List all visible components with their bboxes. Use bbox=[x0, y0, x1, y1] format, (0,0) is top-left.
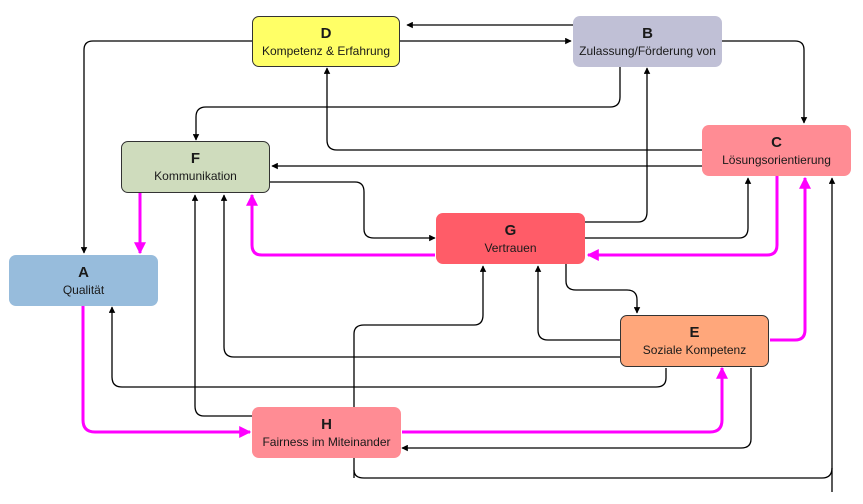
edge-B-F bbox=[192, 67, 621, 141]
edge-E-F bbox=[220, 194, 620, 358]
edge-E-A bbox=[108, 306, 667, 388]
edge-E-G bbox=[534, 265, 620, 341]
edge-H-E bbox=[402, 366, 728, 434]
edge-E-H bbox=[401, 368, 752, 452]
node-D[interactable]: D Kompetenz & Erfahrung bbox=[252, 16, 400, 67]
edge-H-C bbox=[353, 467, 833, 479]
node-D-label: Kompetenz & Erfahrung bbox=[261, 43, 391, 58]
node-G[interactable]: G Vertrauen bbox=[436, 213, 585, 264]
edge-F-G bbox=[270, 181, 436, 242]
node-G-letter: G bbox=[504, 221, 517, 239]
edge-G-C bbox=[585, 177, 752, 239]
node-E[interactable]: E Soziale Kompetenz bbox=[620, 315, 769, 367]
node-F-letter: F bbox=[190, 150, 201, 167]
node-B-label: Zulassung/Förderung von bbox=[579, 43, 716, 58]
node-H-label: Fairness im Miteinander bbox=[262, 434, 391, 449]
node-B[interactable]: B Zulassung/Förderung von bbox=[573, 16, 722, 67]
edge-C-D bbox=[323, 67, 702, 151]
edge-G-E bbox=[565, 264, 641, 314]
edge-E-C bbox=[770, 176, 811, 342]
edge-B-C bbox=[722, 40, 808, 124]
node-F-label: Kommunikation bbox=[154, 169, 237, 183]
node-A-letter: A bbox=[78, 263, 89, 281]
edge-H-F bbox=[191, 194, 252, 417]
edge-C-G bbox=[586, 176, 779, 261]
node-C-label: Lösungsorientierung bbox=[722, 152, 831, 167]
node-D-letter: D bbox=[320, 24, 332, 42]
node-G-label: Vertrauen bbox=[484, 240, 537, 255]
node-C-letter: C bbox=[771, 133, 782, 151]
edge-G-F bbox=[246, 193, 435, 257]
node-C[interactable]: C Lösungsorientierung bbox=[702, 125, 851, 176]
node-A[interactable]: A Qualität bbox=[9, 255, 158, 306]
node-H-letter: H bbox=[321, 415, 332, 433]
edge-D-A bbox=[80, 40, 252, 254]
edge-H-G bbox=[353, 265, 487, 478]
node-B-letter: B bbox=[642, 24, 653, 42]
node-F[interactable]: F Kommunikation bbox=[121, 141, 270, 193]
edge-G-B bbox=[585, 67, 651, 223]
node-A-label: Qualität bbox=[62, 282, 105, 297]
node-H[interactable]: H Fairness im Miteinander bbox=[252, 407, 401, 458]
node-E-letter: E bbox=[689, 324, 700, 341]
edge-A-H bbox=[81, 306, 252, 438]
node-E-label: Soziale Kompetenz bbox=[642, 343, 747, 357]
